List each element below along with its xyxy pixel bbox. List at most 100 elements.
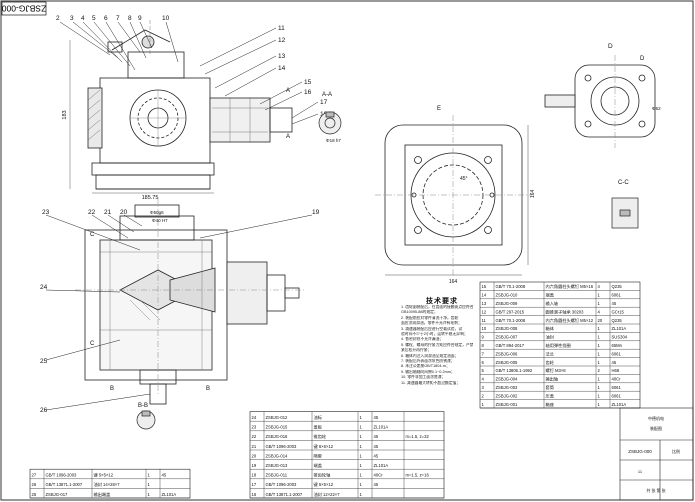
bom-cell-no: 8 xyxy=(482,343,485,348)
bom-cell-name: 键 5×5×12 xyxy=(94,472,114,479)
dim-dia-top: Φ50g6 xyxy=(150,210,164,215)
bom-cell-qty: 1 xyxy=(360,473,363,478)
section-aa xyxy=(318,111,342,135)
bom-cell-material: 40Cr xyxy=(374,473,384,478)
bom-cell-material: 6061 xyxy=(612,393,622,398)
bom-cell-code: ZSBJG-014 xyxy=(266,453,289,458)
label-num-14: 14 xyxy=(278,65,286,72)
label-num-4: 4 xyxy=(81,15,85,22)
bom-cell-code: ZSBJG-016 xyxy=(266,434,289,439)
bom-cell-name: 输入轴 xyxy=(546,300,559,307)
bom-cell-qty: 1 xyxy=(598,360,601,365)
front-shaft xyxy=(269,107,293,133)
bom-cell-qty: 1 xyxy=(598,393,601,398)
plan-top-cap xyxy=(119,215,195,241)
label-num-8: 8 xyxy=(128,15,132,22)
bom-cell-no: 11 xyxy=(482,318,487,323)
marker-d: D xyxy=(640,56,645,62)
bom-cell-name: 键 5×5×12 xyxy=(314,481,334,488)
bom-cell-qty: 1 xyxy=(598,351,601,356)
dim-height-left: 183 xyxy=(62,110,68,119)
bom-cell-code: ZSBJG-011 xyxy=(266,473,288,478)
bom-cell-name: 轴用弹性挡圈 xyxy=(546,342,571,349)
bom-cell-name: 齿轮 xyxy=(546,359,555,366)
bom-cell-qty: 1 xyxy=(598,335,601,340)
label-num-25: 25 xyxy=(40,358,48,365)
bom-cell-material: 45 xyxy=(374,415,379,420)
bom-cell-material: 40Cr xyxy=(612,377,622,382)
bom-cell-name: 输出轴 xyxy=(546,376,559,383)
bom-cell-code: GB/T 70.1-2008 xyxy=(496,318,526,323)
tech-req-line: 10. 零件非加工面涂底漆； xyxy=(401,375,446,380)
plan-leaders xyxy=(45,214,313,411)
bom-cell-name: 锥齿轮 xyxy=(314,433,327,440)
front-view xyxy=(87,20,293,190)
bom-cell-qty: 1 xyxy=(598,343,601,348)
title-product: 中德机电 xyxy=(648,415,664,421)
bom-cell-qty: 1 xyxy=(598,301,601,306)
bom-cell-name: 油封 xyxy=(546,334,554,341)
view-d xyxy=(544,55,656,148)
bom-cell-no: 15 xyxy=(482,284,487,289)
marker-b2: B xyxy=(206,386,210,392)
label-num-9: 9 xyxy=(138,15,142,22)
bom-cell-no: 9 xyxy=(482,335,485,340)
label-num-21: 21 xyxy=(104,209,112,216)
bom-cell-note: m=1.5, z=16 xyxy=(406,473,430,478)
bom-cell-code: ZSBJG-017 xyxy=(46,492,69,497)
tech-req-line: 3. 减速器装配后应进行空载试验，试 xyxy=(401,326,463,331)
tech-req-line: 4. 各密封处不允许漏油； xyxy=(401,337,444,342)
bom-cell-code: ZSBJG-008 xyxy=(496,326,519,331)
label-num-3: 3 xyxy=(70,15,74,22)
bom-cell-no: 21 xyxy=(252,444,257,449)
bom-cell-code: ZSBJG-002 xyxy=(496,393,519,398)
bom-cell-code: ZSBJG-001 xyxy=(496,402,519,407)
label-num-13: 13 xyxy=(278,53,286,60)
bom-cell-material: H68 xyxy=(612,368,620,373)
plan-right-flange xyxy=(226,261,268,325)
front-shaft-housing xyxy=(209,97,271,143)
tech-req-line: 验时间不少于2小时，运转平稳无异响； xyxy=(401,332,468,337)
bom-cell-material: Q235 xyxy=(612,318,623,323)
bom-cell-code: GB/T 1096-2003 xyxy=(46,473,78,478)
bom-cell-qty: 20 xyxy=(598,318,603,323)
bom-cell-no: 5 xyxy=(482,368,485,373)
bom-cell-no: 13 xyxy=(482,301,487,306)
dim-base-height: 164 xyxy=(530,189,536,198)
tech-req-line: 5. 螺栓、螺母的拧紧力矩应符合规定，严禁打 xyxy=(401,342,473,347)
dim-angle-45: 45° xyxy=(460,176,468,182)
bom-cell-code: GB/T 13806.1-1992 xyxy=(496,368,533,373)
bom-cell-no: 20 xyxy=(252,453,257,458)
bom-cell-no: 24 xyxy=(252,415,257,420)
label-num-19: 19 xyxy=(312,209,320,216)
bom-cell-material: ZL101A xyxy=(162,492,177,497)
marker-c2: C xyxy=(90,341,95,347)
bom-cell-name: 箱体 xyxy=(546,325,555,332)
bom-cell-code: ZSBJG-007 xyxy=(496,335,519,340)
bom-cell-code: ZSBJG-003 xyxy=(496,385,519,390)
tech-req-line: 9. 输出轴轴向间隙0.1~0.2mm； xyxy=(401,369,455,374)
bom-cell-qty: 1 xyxy=(148,473,151,478)
tech-req-line: 面应涂润滑油，零件不允许有毛刺； xyxy=(401,321,462,326)
label-num-16: 16 xyxy=(304,89,312,96)
bom-cell-qty: 1 xyxy=(360,482,363,487)
bom-cell-qty: 1 xyxy=(360,415,363,420)
bom-cell-material: GCr15 xyxy=(612,309,625,314)
bom-cell-qty: 1 xyxy=(360,425,363,430)
section-bb xyxy=(136,410,156,430)
